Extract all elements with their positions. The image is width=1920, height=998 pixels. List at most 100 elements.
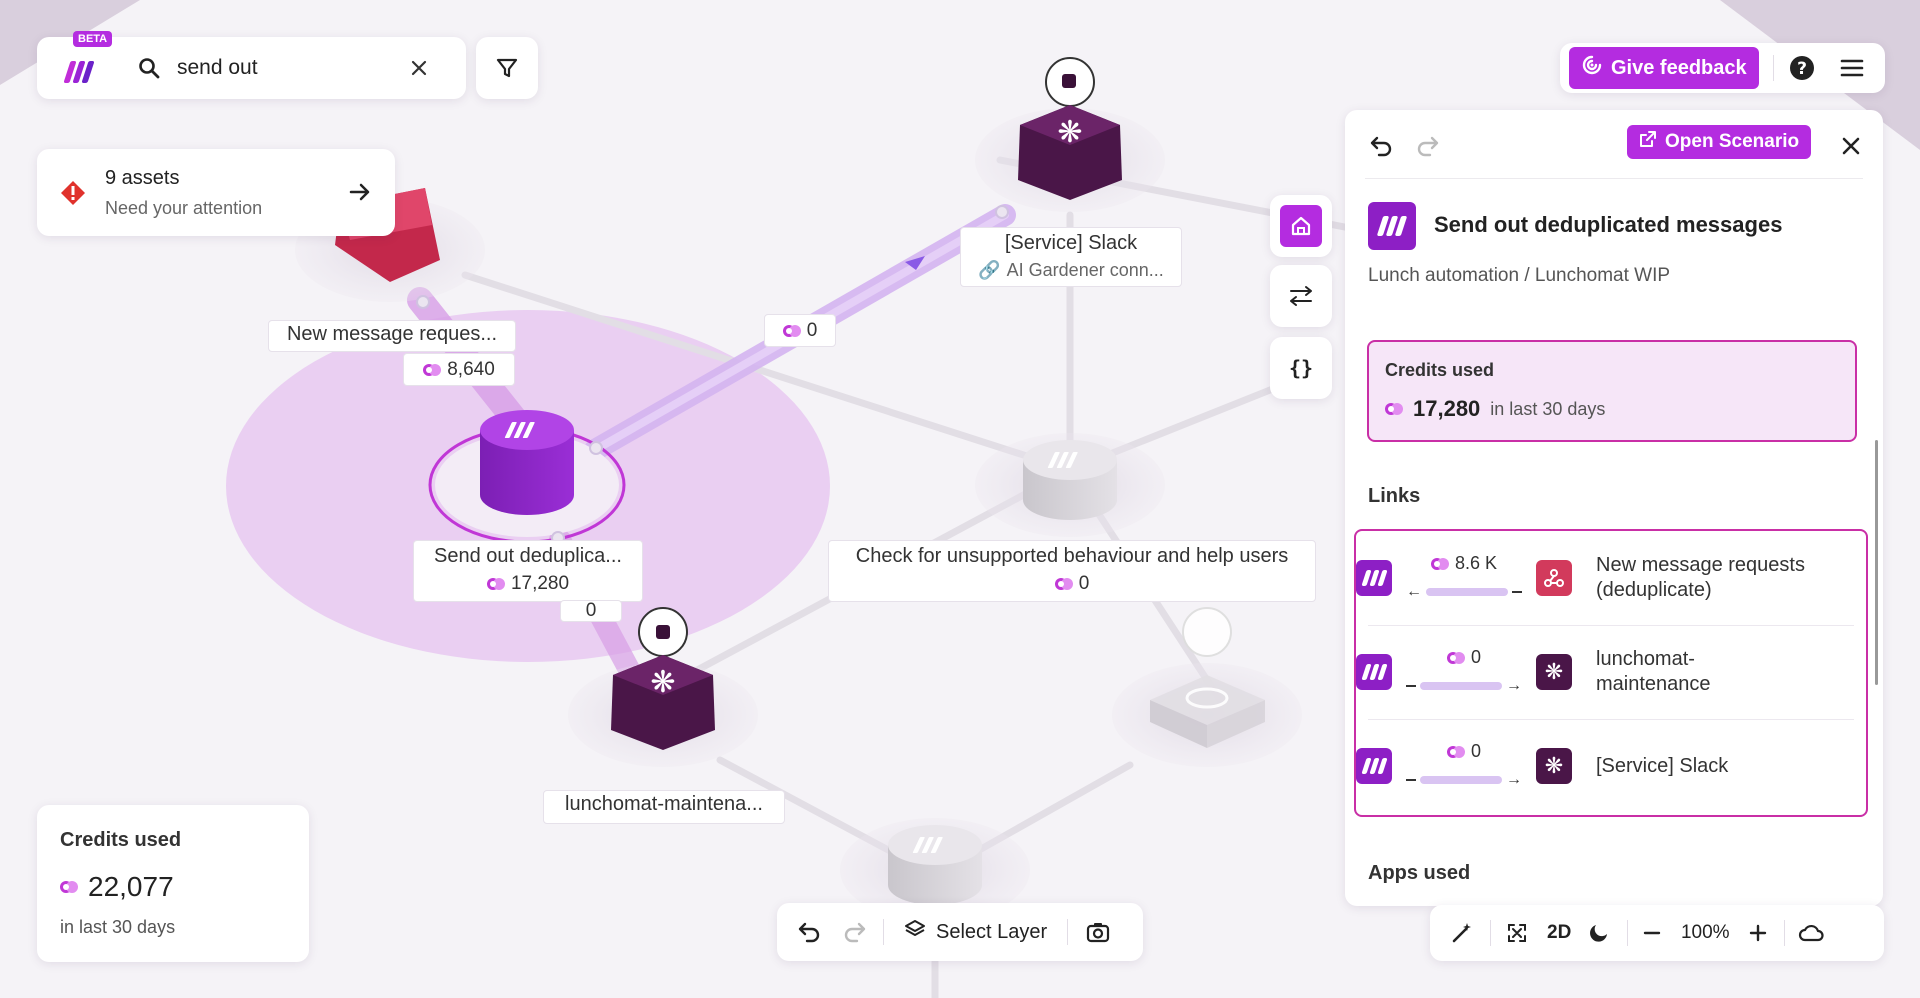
make-app-icon	[1356, 560, 1392, 596]
credits-period: in last 30 days	[1490, 398, 1606, 419]
make-app-icon	[1356, 748, 1392, 784]
link-connector: 0 →	[1406, 647, 1522, 697]
datastore-node[interactable]	[1150, 607, 1265, 748]
search-bar: BETA	[37, 31, 466, 99]
slack-node-service-slack[interactable]: ❋	[1018, 57, 1122, 200]
node-count-send-out: 17,280	[414, 570, 642, 597]
undo-icon[interactable]	[791, 914, 827, 950]
open-scenario-label: Open Scenario	[1665, 131, 1800, 152]
link-count-badge: 0	[764, 314, 836, 347]
feedback-icon	[1581, 54, 1603, 82]
link-count: 0	[1470, 741, 1481, 761]
scenario-node-check[interactable]	[1023, 440, 1117, 520]
arrow-right-icon[interactable]	[347, 179, 373, 210]
panel-breadcrumb: Lunch automation / Lunchomat WIP	[1368, 265, 1671, 286]
svg-text:?: ?	[1797, 59, 1807, 79]
node-label-check[interactable]: Check for unsupported behaviour and help…	[828, 540, 1316, 602]
slack-node-lunchomat[interactable]: ❋	[611, 607, 715, 750]
node-count-text: 0	[1078, 573, 1090, 594]
camera-icon[interactable]	[1080, 914, 1116, 950]
top-right-toolbar: Give feedback ?	[1560, 43, 1885, 93]
sliders-icon	[1290, 286, 1312, 306]
select-layer-button[interactable]: Select Layer	[904, 919, 1047, 946]
panel-scrollbar[interactable]	[1875, 440, 1878, 685]
make-app-icon	[1356, 654, 1392, 690]
close-panel-icon[interactable]	[1835, 130, 1867, 162]
bottom-toolbar: Select Layer	[777, 903, 1143, 961]
svg-text:❋: ❋	[650, 665, 675, 700]
svg-text:❋: ❋	[1057, 115, 1082, 150]
give-feedback-button[interactable]: Give feedback	[1569, 47, 1759, 89]
help-icon[interactable]: ?	[1782, 48, 1822, 88]
make-app-icon	[1368, 202, 1416, 250]
zoom-in-icon[interactable]	[1740, 915, 1776, 951]
link-count: 8.6 K	[1454, 553, 1498, 573]
node-count-text: 17,280	[510, 573, 570, 594]
link-count-text: 0	[585, 600, 597, 621]
filter-icon	[496, 58, 518, 78]
credits-widget: Credits used 22,077 in last 30 days	[37, 805, 309, 962]
link-row[interactable]: 0 → ❋ [Service] Slack	[1356, 720, 1856, 812]
node-label-text: Send out deduplica...	[434, 545, 622, 567]
link-count-badge-2: 0	[560, 600, 622, 622]
redo-icon[interactable]	[837, 914, 873, 950]
search-icon	[137, 56, 163, 80]
link-target-label: New message requests (deduplicate)	[1596, 554, 1805, 601]
node-count-new-message: 8,640	[403, 353, 515, 386]
credits-value: 17,280	[1413, 396, 1481, 421]
dark-mode-icon[interactable]	[1581, 915, 1617, 951]
credits-icon	[1430, 557, 1449, 570]
credits-icon	[1446, 651, 1465, 664]
link-row[interactable]: 0 → ❋ lunchomat-maintenance	[1356, 626, 1856, 718]
home-icon	[1280, 205, 1322, 247]
give-feedback-label: Give feedback	[1611, 56, 1747, 79]
layers-icon	[904, 919, 926, 946]
link-connector: 0 →	[1406, 741, 1522, 791]
braces-icon: {}	[1288, 356, 1314, 380]
redo-icon[interactable]	[1412, 130, 1444, 162]
node-label-text: [Service] Slack	[1004, 232, 1138, 254]
credits-icon	[1446, 745, 1465, 758]
view-mode-toggle[interactable]: 2D	[1547, 922, 1572, 943]
node-label-service-slack[interactable]: [Service] Slack 🔗 AI Gardener conn...	[960, 227, 1182, 287]
zoom-level: 100%	[1680, 922, 1730, 943]
scenario-node-bottom[interactable]	[888, 825, 982, 905]
node-label-send-out[interactable]: Send out deduplica... 17,280	[413, 540, 643, 602]
adjust-button[interactable]	[1270, 265, 1332, 327]
panel-title: Send out deduplicated messages	[1434, 212, 1783, 237]
node-count-text: 8,640	[447, 359, 495, 380]
cloud-icon[interactable]	[1793, 915, 1829, 951]
fit-screen-icon[interactable]	[1499, 915, 1535, 951]
links-list	[1354, 529, 1868, 817]
zoom-out-icon[interactable]	[1634, 915, 1670, 951]
node-count-check: 0	[829, 570, 1315, 597]
credits-icon	[423, 363, 442, 376]
connection-row: 🔗 AI Gardener conn...	[961, 257, 1181, 284]
clear-search-icon[interactable]	[403, 52, 435, 84]
filter-button[interactable]	[476, 37, 538, 99]
credits-icon	[1054, 577, 1073, 590]
link-row[interactable]: 8.6 K ← New message requests (deduplicat…	[1356, 532, 1856, 624]
menu-icon[interactable]	[1832, 48, 1872, 88]
warning-icon	[60, 180, 86, 211]
open-scenario-button[interactable]: Open Scenario	[1627, 125, 1812, 159]
credits-icon	[782, 324, 801, 337]
node-label-lunchomat[interactable]: lunchomat-maintena...	[543, 790, 785, 824]
node-label-text: Check for unsupported behaviour and help…	[855, 545, 1289, 567]
code-button[interactable]: {}	[1270, 337, 1332, 399]
assets-alert-card[interactable]: 9 assets Need your attention	[37, 149, 395, 236]
search-input[interactable]	[175, 55, 399, 81]
undo-icon[interactable]	[1365, 130, 1397, 162]
node-label-new-message[interactable]: New message reques...	[268, 320, 516, 352]
link-target-label: lunchomat-maintenance	[1596, 648, 1711, 695]
magic-wand-icon[interactable]	[1444, 915, 1480, 951]
select-layer-label: Select Layer	[936, 920, 1048, 943]
app-logo[interactable]: BETA	[49, 31, 113, 99]
scenario-node-send-out[interactable]	[480, 410, 574, 515]
link-count-text: 0	[806, 320, 818, 341]
beta-badge: BETA	[73, 31, 113, 47]
arrow-left-icon: ←	[1406, 583, 1422, 600]
home-button[interactable]	[1270, 195, 1332, 257]
external-link-icon	[1639, 130, 1657, 154]
credits-widget-period: in last 30 days	[60, 917, 176, 937]
